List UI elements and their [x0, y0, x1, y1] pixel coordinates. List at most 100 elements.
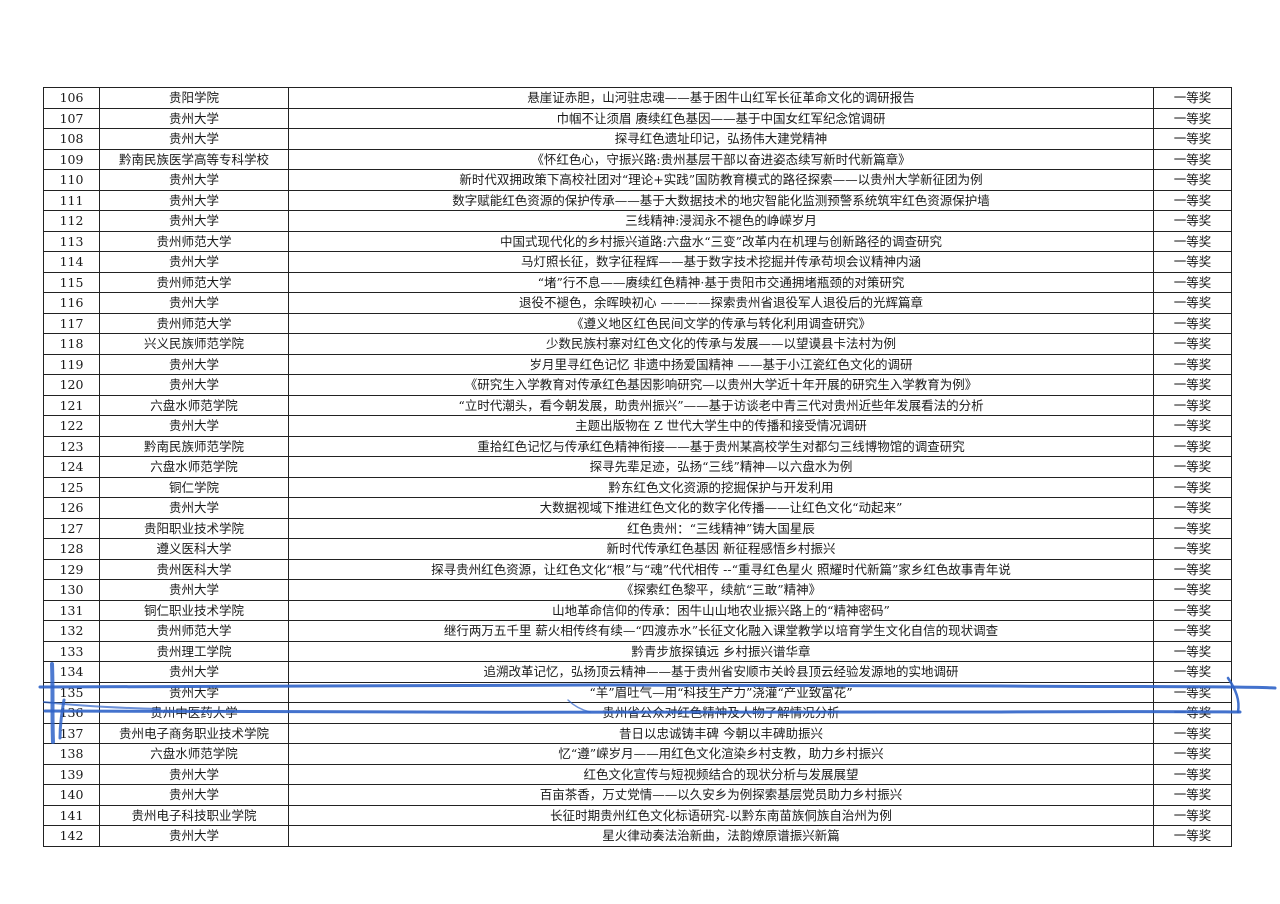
project-title: 新时代双拥政策下高校社团对“理论+实践”国防教育模式的路径探索——以贵州大学新征…: [288, 169, 1154, 191]
row-number: 137: [43, 722, 100, 744]
school-name: 贵州大学: [99, 661, 289, 683]
project-title: 马灯照长征，数字征程辉——基于数字技术挖掘并传承苟坝会议精神内涵: [288, 251, 1154, 273]
award-level: 一等奖: [1153, 497, 1232, 519]
school-name: 黔南民族医学高等专科学校: [99, 148, 289, 170]
school-name: 贵州大学: [99, 579, 289, 601]
award-level: 一等奖: [1153, 517, 1232, 539]
project-title: 黔青步旅探镇远 乡村振兴谱华章: [288, 640, 1154, 662]
award-level: 一等奖: [1153, 558, 1232, 580]
row-number: 121: [43, 394, 100, 416]
school-name: 贵州大学: [99, 497, 289, 519]
row-number: 126: [43, 497, 100, 519]
school-name: 贵州大学: [99, 210, 289, 232]
school-name: 贵州师范大学: [99, 312, 289, 334]
row-number: 141: [43, 804, 100, 826]
row-number: 111: [43, 189, 100, 211]
project-title: 《探索红色黎平，续航“三敢”精神》: [288, 579, 1154, 601]
row-number: 135: [43, 681, 100, 703]
row-number: 127: [43, 517, 100, 539]
award-level: 一等奖: [1153, 804, 1232, 826]
project-title: 《怀红色心，守振兴路:贵州基层干部以奋进姿态续写新时代新篇章》: [288, 148, 1154, 170]
award-level: 一等奖: [1153, 702, 1232, 724]
project-title: “堵”行不息——赓续红色精神·基于贵阳市交通拥堵瓶颈的对策研究: [288, 271, 1154, 293]
school-name: 贵州师范大学: [99, 620, 289, 642]
school-name: 六盘水师范学院: [99, 456, 289, 478]
project-title: 三线精神:浸润永不褪色的峥嵘岁月: [288, 210, 1154, 232]
school-name: 贵州电子商务职业技术学院: [99, 722, 289, 744]
project-title: 悬崖证赤胆，山河驻忠魂——基于困牛山红军长征革命文化的调研报告: [288, 87, 1154, 109]
school-name: 贵州师范大学: [99, 271, 289, 293]
row-number: 133: [43, 640, 100, 662]
project-title: 中国式现代化的乡村振兴道路:六盘水“三变”改革内在机理与创新路径的调查研究: [288, 230, 1154, 252]
award-level: 一等奖: [1153, 415, 1232, 437]
school-name: 贵州大学: [99, 107, 289, 129]
row-number: 113: [43, 230, 100, 252]
award-level: 一等奖: [1153, 784, 1232, 806]
row-number: 119: [43, 353, 100, 375]
school-name: 贵阳职业技术学院: [99, 517, 289, 539]
school-name: 贵州大学: [99, 128, 289, 150]
school-name: 铜仁职业技术学院: [99, 599, 289, 621]
row-number: 125: [43, 476, 100, 498]
row-number: 116: [43, 292, 100, 314]
school-name: 贵州大学: [99, 763, 289, 785]
school-name: 贵州医科大学: [99, 558, 289, 580]
award-level: 一等奖: [1153, 87, 1232, 109]
project-title: 巾帼不让须眉 赓续红色基因——基于中国女红军纪念馆调研: [288, 107, 1154, 129]
project-title: 百亩茶香，万丈党情——以久安乡为例探索基层党员助力乡村振兴: [288, 784, 1154, 806]
award-level: 一等奖: [1153, 640, 1232, 662]
row-number: 142: [43, 825, 100, 847]
row-number: 118: [43, 333, 100, 355]
row-number: 129: [43, 558, 100, 580]
row-number: 132: [43, 620, 100, 642]
project-title: 少数民族村寨对红色文化的传承与发展——以望谟县卡法村为例: [288, 333, 1154, 355]
row-number: 134: [43, 661, 100, 683]
award-level: 一等奖: [1153, 599, 1232, 621]
award-level: 一等奖: [1153, 825, 1232, 847]
project-title: 退役不褪色，余晖映初心 ————探索贵州省退役军人退役后的光辉篇章: [288, 292, 1154, 314]
row-number: 120: [43, 374, 100, 396]
project-title: 星火律动奏法治新曲，法韵燎原谱振兴新篇: [288, 825, 1154, 847]
row-number: 128: [43, 538, 100, 560]
school-name: 贵州大学: [99, 189, 289, 211]
row-number: 106: [43, 87, 100, 109]
award-level: 一等奖: [1153, 230, 1232, 252]
row-number: 124: [43, 456, 100, 478]
school-name: 贵州大学: [99, 681, 289, 703]
row-number: 112: [43, 210, 100, 232]
award-level: 一等奖: [1153, 743, 1232, 765]
school-name: 六盘水师范学院: [99, 743, 289, 765]
project-title: 探寻先辈足迹，弘扬“三线”精神—以六盘水为例: [288, 456, 1154, 478]
school-name: 黔南民族师范学院: [99, 435, 289, 457]
award-level: 一等奖: [1153, 292, 1232, 314]
award-level: 一等奖: [1153, 189, 1232, 211]
school-name: 铜仁学院: [99, 476, 289, 498]
award-level: 一等奖: [1153, 128, 1232, 150]
project-title: 红色贵州：“三线精神”铸大国星辰: [288, 517, 1154, 539]
project-title: 探寻红色遗址印记，弘扬伟大建党精神: [288, 128, 1154, 150]
row-number: 108: [43, 128, 100, 150]
award-level: 一等奖: [1153, 107, 1232, 129]
school-name: 贵州大学: [99, 415, 289, 437]
award-level: 一等奖: [1153, 353, 1232, 375]
